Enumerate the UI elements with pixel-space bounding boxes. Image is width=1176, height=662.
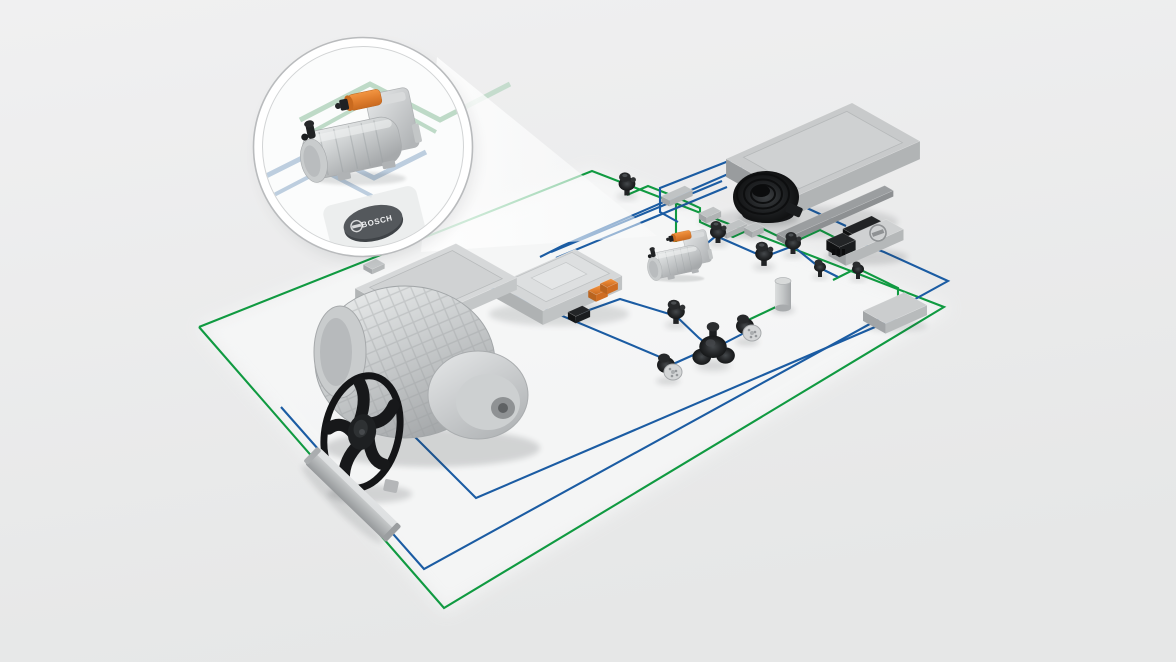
electric-ac-compressor — [647, 229, 714, 283]
components-layer — [301, 102, 928, 544]
receiver-drier — [771, 277, 795, 314]
expansion-valve — [753, 241, 775, 271]
bosch-badge: BOSCH — [343, 204, 404, 243]
coolant-valve-2 — [708, 221, 728, 247]
coolant-valve-1 — [616, 172, 638, 200]
coolant-circuit-blue-line — [658, 154, 745, 223]
bosch-armature-icon — [350, 219, 363, 233]
coolant-pump-2 — [656, 353, 683, 385]
three-way-valve — [692, 322, 735, 371]
e-axle-drive-unit — [313, 243, 540, 467]
power-electronics-unit — [489, 248, 629, 326]
connectivity-control-unit — [824, 215, 908, 266]
coolant-circuit-blue-line — [555, 186, 728, 259]
magnified-ac-compressor — [300, 87, 422, 185]
ptc-heater-block — [658, 185, 696, 207]
lens-rim-outer-edge — [252, 36, 474, 258]
radiator — [301, 447, 401, 544]
lens-rim — [253, 37, 473, 257]
shutoff-valve — [665, 299, 687, 329]
battery-chiller — [862, 292, 928, 334]
pressure-sensor-2 — [850, 261, 866, 282]
refrigerant-circuit-green-line — [832, 266, 900, 300]
heat-exchanger-block-2 — [743, 221, 765, 241]
coolant-valve-3 — [783, 232, 803, 258]
cabin-blower-fan — [733, 171, 803, 226]
cooling-fan — [320, 372, 412, 503]
lens-rim-inner-edge — [262, 46, 464, 248]
magnifier-light-beam — [421, 57, 657, 252]
coolant-pump-1 — [735, 314, 762, 346]
magnifier-lens: BOSCH — [252, 36, 474, 261]
pressure-sensor-1 — [812, 259, 828, 280]
